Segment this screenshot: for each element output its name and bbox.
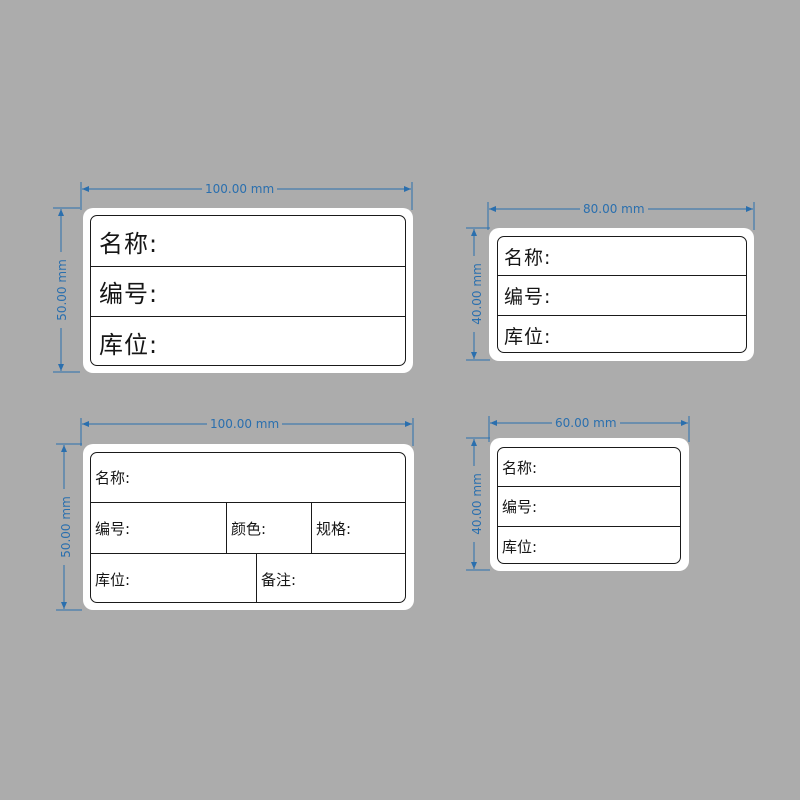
label2-row-location: 库位: xyxy=(498,316,746,352)
label1-height-dimension: 50.00 mm xyxy=(55,252,69,328)
label-100x50-detailed: 名称: 编号: 颜色: 规格: 库位: 备注: xyxy=(83,444,414,610)
label3-row-name: 名称: xyxy=(91,453,405,503)
label2-row-number: 编号: xyxy=(498,276,746,316)
label4-row-name: 名称: xyxy=(498,448,680,487)
label1-number-text: 编号: xyxy=(99,280,159,308)
label2-width-dimension: 80.00 mm xyxy=(580,202,648,216)
label4-number-text: 编号: xyxy=(502,498,538,516)
label2-row-name: 名称: xyxy=(498,237,746,276)
label2-number-text: 编号: xyxy=(504,286,552,308)
label3-frame: 名称: 编号: 颜色: 规格: 库位: 备注: xyxy=(90,452,406,603)
label-80x40: 名称: 编号: 库位: xyxy=(489,228,754,361)
label2-location-text: 库位: xyxy=(504,325,552,348)
label2-name-text: 名称: xyxy=(504,246,552,269)
label3-remark-text: 备注: xyxy=(261,570,297,589)
label3-cell-color: 颜色: xyxy=(227,503,312,553)
label3-cell-number: 编号: xyxy=(91,503,227,553)
label3-spec-text: 规格: xyxy=(316,519,352,538)
label4-row-location: 库位: xyxy=(498,527,680,563)
label4-location-text: 库位: xyxy=(502,537,538,556)
label3-number-text: 编号: xyxy=(95,519,131,538)
label4-frame: 名称: 编号: 库位: xyxy=(497,447,681,564)
label1-row-number: 编号: xyxy=(91,267,405,317)
label-60x40: 名称: 编号: 库位: xyxy=(490,438,689,571)
label3-cell-remark: 备注: xyxy=(257,554,405,602)
label1-frame: 名称: 编号: 库位: xyxy=(90,215,406,366)
label4-width-dimension: 60.00 mm xyxy=(552,416,620,430)
label1-width-dimension: 100.00 mm xyxy=(202,182,278,196)
label3-width-dimension: 100.00 mm xyxy=(207,417,283,431)
label4-row-number: 编号: xyxy=(498,487,680,527)
label1-row-name: 名称: xyxy=(91,216,405,267)
label1-location-text: 库位: xyxy=(99,330,159,359)
label4-name-text: 名称: xyxy=(502,458,538,477)
label3-row-location: 库位: 备注: xyxy=(91,554,405,602)
label1-row-location: 库位: xyxy=(91,317,405,365)
label1-name-text: 名称: xyxy=(99,229,159,258)
label3-height-dimension: 50.00 mm xyxy=(59,489,73,565)
label3-cell-location: 库位: xyxy=(91,554,257,602)
label4-height-dimension: 40.00 mm xyxy=(470,466,484,542)
label2-frame: 名称: 编号: 库位: xyxy=(497,236,747,353)
label-100x50-simple: 名称: 编号: 库位: xyxy=(83,208,413,373)
label3-row-attributes: 编号: 颜色: 规格: xyxy=(91,503,405,554)
label2-height-dimension: 40.00 mm xyxy=(470,256,484,332)
label3-name-text: 名称: xyxy=(95,469,131,487)
label3-color-text: 颜色: xyxy=(231,519,267,538)
label3-location-text: 库位: xyxy=(95,570,131,589)
label3-cell-spec: 规格: xyxy=(312,503,405,553)
